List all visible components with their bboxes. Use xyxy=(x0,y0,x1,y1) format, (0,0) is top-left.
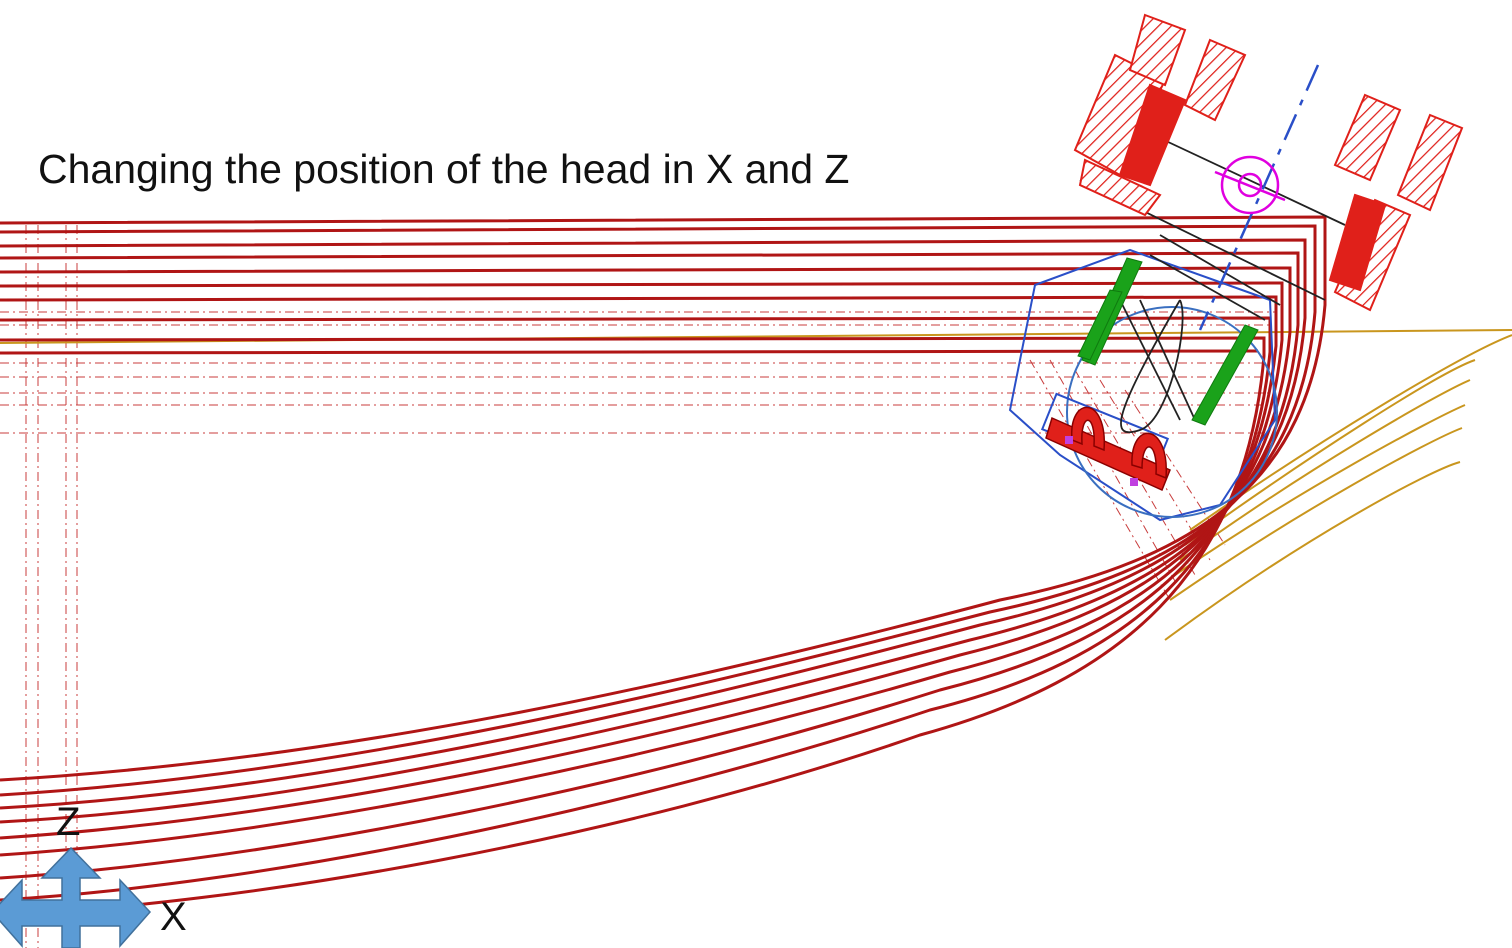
bent-pipe-curves xyxy=(0,215,1327,917)
bending-roller xyxy=(1066,306,1278,518)
center-mark xyxy=(1214,155,1286,215)
xz-move-arrows-icon xyxy=(0,846,152,948)
diagram-caption: Changing the position of the head in X a… xyxy=(38,146,850,192)
x-axis-label: X xyxy=(160,895,187,939)
z-axis-label: Z xyxy=(56,800,81,844)
bending-head-drawing xyxy=(1008,13,1464,522)
